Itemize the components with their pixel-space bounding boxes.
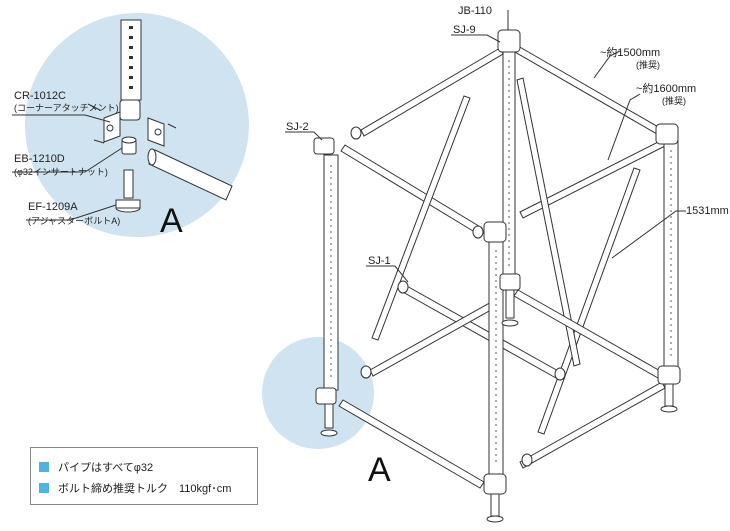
label-cr-desc: (コーナーアタッチメント) xyxy=(14,103,119,113)
label-ef-code: EF-1209A xyxy=(28,201,78,213)
foot-front-stem xyxy=(490,493,500,517)
joint-top-front xyxy=(483,221,507,243)
label-sj1: SJ-1 xyxy=(368,255,391,267)
foot-right xyxy=(660,405,678,413)
joint-top-right xyxy=(655,123,679,145)
label-sj2: SJ-2 xyxy=(286,121,309,133)
detail-leaders xyxy=(12,114,123,221)
joint-bottom-left xyxy=(315,387,337,405)
foot-right-stem xyxy=(664,383,674,407)
foot-left-stem xyxy=(324,403,334,429)
joint-top-back xyxy=(497,29,521,53)
pipe-mid-left xyxy=(400,284,561,379)
pipe-end-cap xyxy=(472,225,484,239)
legend-box: パイプはすべてφ32 ボルト締め推奨トルク 110kgf･cm xyxy=(30,447,258,505)
legend-row-torque: ボルト締め推奨トルク 110kgf･cm xyxy=(39,477,249,498)
legend-swatch-icon xyxy=(39,461,49,472)
pipe-end-cap xyxy=(521,453,533,467)
label-eb-code: EB-1210D xyxy=(14,153,65,165)
label-ef-desc: (アジャスターボルトA) xyxy=(28,216,120,226)
foot-front xyxy=(486,515,504,523)
detail-post-slots xyxy=(129,26,133,89)
detail-adjuster-bolt xyxy=(123,169,134,199)
detail-a-parts xyxy=(87,19,233,213)
frame-marker-a: A xyxy=(368,451,391,489)
joint-bottom-front xyxy=(483,473,507,495)
pipe-end-cap xyxy=(397,280,409,294)
foot-left xyxy=(320,429,338,437)
legend-text-pipe: パイプはすべてφ32 xyxy=(58,461,154,474)
joint-bottom-back xyxy=(499,273,521,291)
brace-back-left xyxy=(371,95,471,341)
label-sj9: SJ-9 xyxy=(453,24,476,36)
pipe-top-back-left xyxy=(360,47,504,137)
frame-structure xyxy=(313,29,681,523)
label-dim-1531: 1531mm xyxy=(686,205,729,217)
label-jb: JB-110 xyxy=(458,5,492,17)
label-dim-1500: ~約1500mm xyxy=(600,45,660,59)
detail-corner-attachment xyxy=(119,99,141,121)
post-slot-marks xyxy=(330,60,672,466)
pipe-top-front-left xyxy=(340,144,483,235)
foot-back-stem xyxy=(505,289,515,319)
label-dim-1500-note: (推奨) xyxy=(636,59,660,70)
label-cr-code: CR-1012C xyxy=(14,90,66,102)
pipe-bottom-front-left xyxy=(338,399,485,489)
pipe-end-cap xyxy=(554,367,566,381)
brace-front-right xyxy=(537,167,641,435)
legend-row-pipe: パイプはすべてφ32 xyxy=(39,456,249,477)
frame-leaders xyxy=(285,10,686,283)
brace-back-right xyxy=(516,77,581,367)
detail-marker-a: A xyxy=(160,202,183,240)
label-eb-desc: (φ32インサートナット) xyxy=(14,167,108,177)
label-dim-1600-note: (推奨) xyxy=(662,95,686,106)
label-dim-1600: ~約1600mm xyxy=(636,81,696,95)
pipe-end-cap xyxy=(360,365,372,379)
joint-bottom-right xyxy=(657,365,681,385)
joint-top-left xyxy=(313,137,335,155)
pipe-end-cap xyxy=(350,126,362,140)
legend-swatch-icon xyxy=(39,482,49,493)
foot-back xyxy=(501,319,519,327)
legend-text-torque: ボルト締め推奨トルク 110kgf･cm xyxy=(58,482,232,495)
